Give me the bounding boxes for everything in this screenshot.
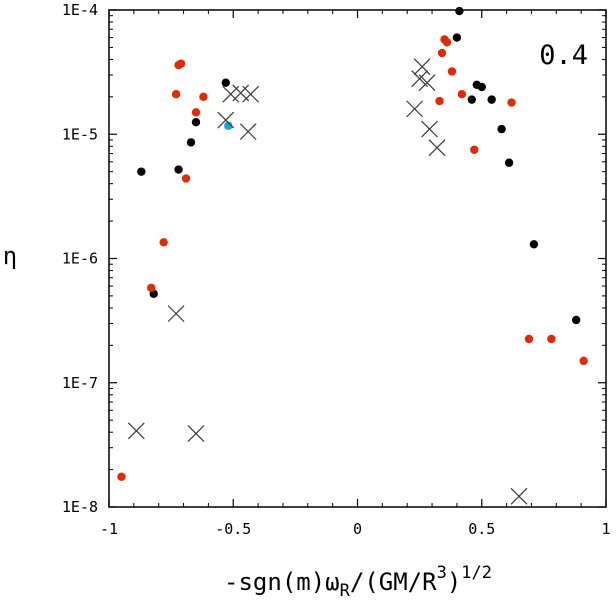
x-axis-label-part: 1/2: [461, 563, 492, 583]
dot-marker: [457, 90, 467, 99]
series-1: [117, 35, 588, 482]
x-axis-label-part: /(GM/R: [350, 568, 437, 596]
dot-marker: [504, 158, 514, 167]
cross-marker: [428, 139, 446, 157]
axis-tick-labels: -1 -0.5 0 0.5 1 1E-8 1E-7 1E-6 1E-5 1E-4: [62, 1, 611, 538]
x-axis-label-part: R: [340, 581, 351, 601]
x-tick-label: 1: [601, 520, 610, 538]
dot-marker: [435, 96, 444, 106]
panel-annotation: 0.4: [539, 40, 588, 71]
cross-marker: [167, 305, 185, 323]
chart-marks: [117, 6, 588, 505]
cross-marker: [242, 85, 260, 103]
cross-marker: [127, 422, 145, 440]
dot-marker: [191, 118, 201, 127]
dot-marker: [529, 240, 539, 249]
dot-marker: [224, 121, 233, 130]
dot-marker: [497, 124, 506, 134]
dot-marker: [191, 108, 201, 117]
y-tick-label: 1E-5: [62, 125, 98, 143]
dot-marker: [186, 138, 196, 147]
dot-marker: [477, 82, 486, 92]
axis-ticks: [108, 9, 607, 508]
dot-marker: [199, 92, 208, 102]
x-axis-label-part: -sgn(m)ω: [224, 568, 340, 596]
x-axis-label-part: ): [447, 568, 461, 596]
dot-marker: [452, 33, 462, 42]
dot-marker: [171, 90, 181, 99]
dot-marker: [117, 472, 126, 482]
dot-marker: [487, 95, 496, 104]
y-tick-label: 1E-6: [62, 250, 98, 268]
dot-marker: [524, 334, 534, 344]
dot-marker: [447, 67, 457, 76]
cross-marker: [510, 487, 528, 505]
dot-marker: [174, 165, 183, 174]
cross-marker: [406, 100, 424, 118]
plot-frame: [108, 9, 607, 508]
dot-marker: [181, 174, 191, 183]
y-tick-label: 1E-8: [62, 498, 98, 516]
y-axis-label: η: [3, 242, 17, 270]
dot-marker: [437, 48, 447, 58]
series-0: [137, 6, 581, 325]
dot-marker: [137, 167, 146, 176]
dot-marker: [507, 98, 516, 107]
cross-marker: [187, 425, 205, 442]
cross-marker: [421, 120, 438, 138]
cross-marker: [418, 74, 436, 92]
cross-marker: [413, 58, 431, 76]
dot-marker: [174, 60, 183, 70]
cross-marker: [239, 123, 257, 141]
x-axis-label-part: 3: [437, 563, 447, 583]
x-tick-label: 0: [353, 520, 362, 538]
dot-marker: [147, 283, 156, 293]
x-tick-label: 0.5: [468, 520, 495, 538]
cross-marker: [217, 111, 235, 129]
x-tick-label: -1: [100, 520, 118, 538]
dot-marker: [547, 334, 556, 344]
series-3: [127, 58, 528, 505]
dot-marker: [579, 356, 588, 366]
x-axis-label: -sgn(m)ωR/(GM/R3)1/2: [224, 563, 492, 601]
dot-marker: [442, 38, 452, 47]
dot-marker: [571, 315, 581, 325]
series-2: [224, 121, 233, 130]
dot-marker: [467, 95, 477, 104]
x-tick-label: -0.5: [215, 520, 251, 538]
y-tick-label: 1E-7: [62, 374, 98, 392]
dot-marker: [470, 145, 479, 154]
dot-marker: [221, 78, 230, 87]
y-tick-label: 1E-4: [62, 1, 98, 19]
dot-marker: [159, 238, 168, 247]
